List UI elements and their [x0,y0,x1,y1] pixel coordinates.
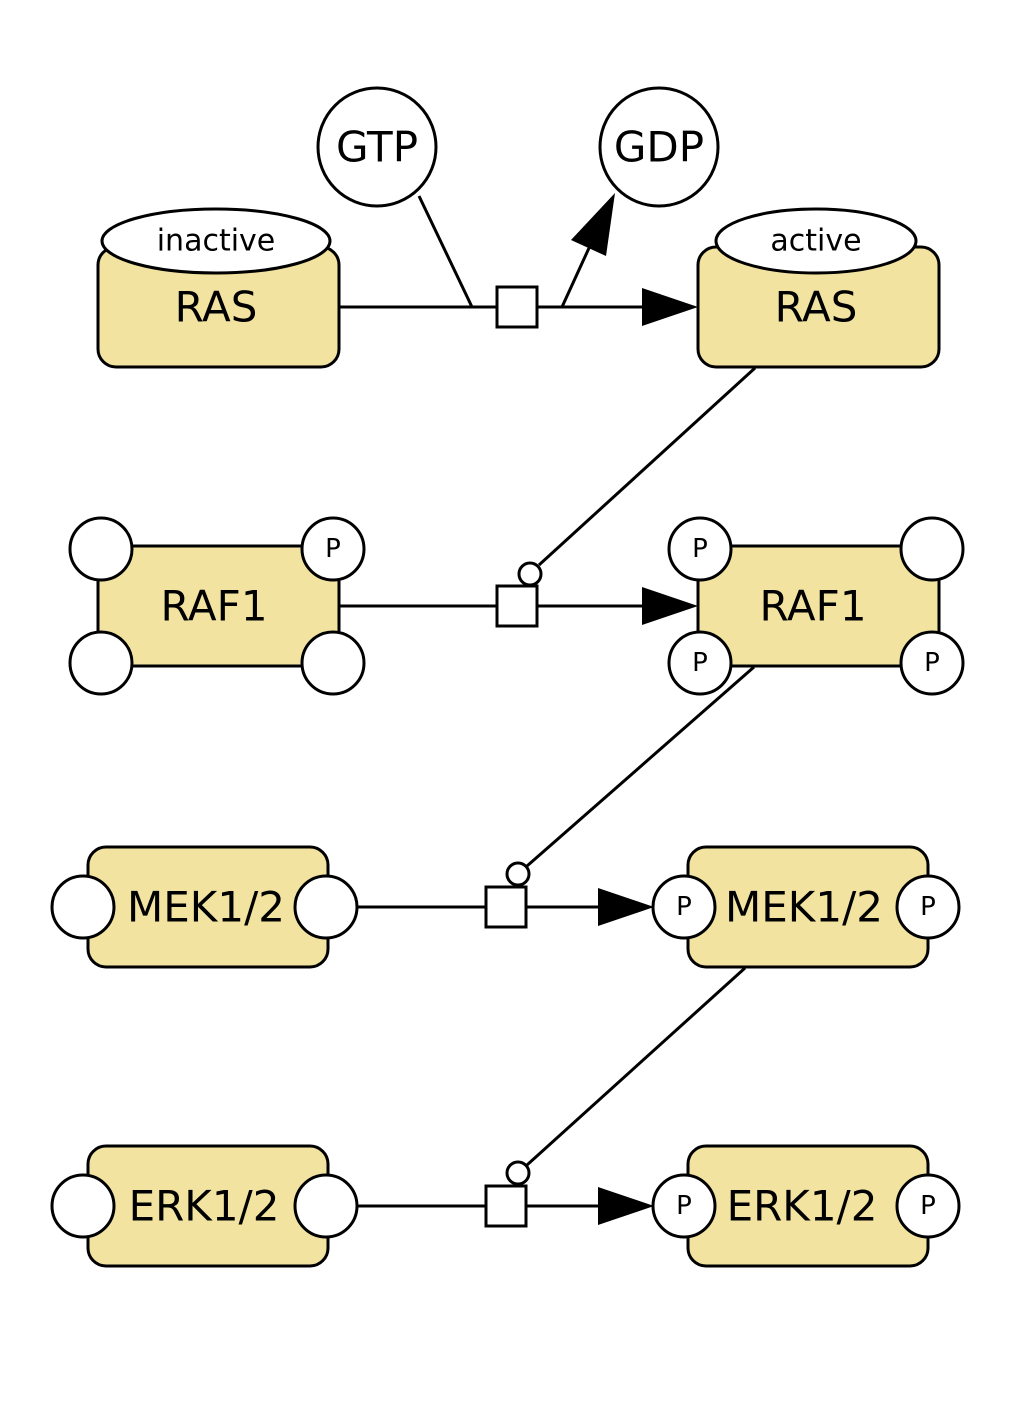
catalysis-marker-ras [517,561,543,587]
raf1-active-label: RAF1 [759,582,866,631]
raf1-inactive-node: RAF1 P [68,516,366,696]
ras-inactive-state-label: inactive [157,224,276,259]
raf1-active-state-tl-value: P [692,534,708,564]
mek-inactive-state-variable-right [293,874,359,940]
erk-inactive-label: ERK1/2 [129,1182,280,1231]
erk-active-label: ERK1/2 [727,1182,878,1231]
erk-active-state-variable-right [895,1173,961,1239]
production-arc-gdp [560,247,591,308]
raf1-active-state-br-value: P [924,648,940,678]
mek-inactive-label: MEK1/2 [127,883,285,932]
gdp-circle [598,86,720,208]
gdp-metabolite: GDP [598,86,720,208]
gtp-circle [316,86,438,208]
catalysis-arc-ras [537,366,757,567]
ras-active-node: RAS active [696,207,941,369]
mek-active-state-left-value: P [676,892,692,922]
mek-active-state-right-value: P [920,892,936,922]
erk-active-state-left-value: P [676,1191,692,1221]
process-node-mek [484,885,528,929]
raf1-active-state-variable-tr [899,516,965,582]
erk-phosphorylation-process [357,966,747,1228]
production-arrowhead-raf1 [642,587,698,625]
raf1-active-state-bl-value: P [692,648,708,678]
mek-phosphorylation-process [357,665,755,929]
ras-inactive-label: RAS [175,283,258,332]
erk-active-state-right-value: P [920,1191,936,1221]
ras-inactive-node: RAS inactive [96,207,341,369]
mek-active-node: MEK1/2 P P [651,845,961,969]
raf1-inactive-box [96,544,341,668]
raf1-active-node: RAF1 P P P [667,516,965,696]
production-arrowhead-mek [598,888,654,926]
gtp-metabolite: GTP [316,86,438,208]
erk-inactive-state-variable-right [293,1173,359,1239]
production-arrowhead-ras [642,288,698,326]
process-node-ras [495,285,539,329]
ras-activation-process [340,193,698,329]
erk-active-state-variable-left [651,1173,717,1239]
raf1-inactive-state-variable-br [300,630,366,696]
raf1-inactive-label: RAF1 [160,582,267,631]
mek-active-state-variable-right [895,874,961,940]
consumption-arc-gtp [417,195,474,308]
mek-active-label: MEK1/2 [725,883,883,932]
production-arrowhead-gdp [571,193,615,256]
catalysis-marker-raf1 [505,861,531,887]
gdp-label: GDP [614,123,704,172]
ras-active-label: RAS [775,283,858,332]
raf1-inactive-state-variable-bl [68,630,134,696]
erk-inactive-node: ERK1/2 [50,1144,359,1268]
gtp-label: GTP [336,123,418,172]
process-node-erk [484,1184,528,1228]
erk-inactive-state-variable-left [50,1173,116,1239]
ras-inactive-unit-of-information [100,207,332,275]
mek-inactive-node: MEK1/2 [50,845,359,969]
raf1-active-box [696,544,941,668]
ras-active-unit-of-information [714,207,918,275]
ras-active-state-label: active [770,224,861,259]
catalysis-arc-mek [525,966,747,1167]
raf1-phosphorylation-process [340,366,757,628]
mek-active-state-variable-left [651,874,717,940]
raf1-active-state-variable-tl [667,516,733,582]
raf1-active-state-variable-bl [667,630,733,696]
raf1-inactive-state-variable-tr [300,516,366,582]
raf1-active-state-variable-br [899,630,965,696]
process-node-raf1 [495,584,539,628]
mek-inactive-state-variable-left [50,874,116,940]
catalysis-arc-raf1 [526,665,755,868]
raf1-inactive-state-variable-tl [68,516,134,582]
erk-active-node: ERK1/2 P P [651,1144,961,1268]
raf1-inactive-state-tr-value: P [325,534,341,564]
catalysis-marker-mek [505,1160,531,1186]
production-arrowhead-erk [598,1187,654,1225]
